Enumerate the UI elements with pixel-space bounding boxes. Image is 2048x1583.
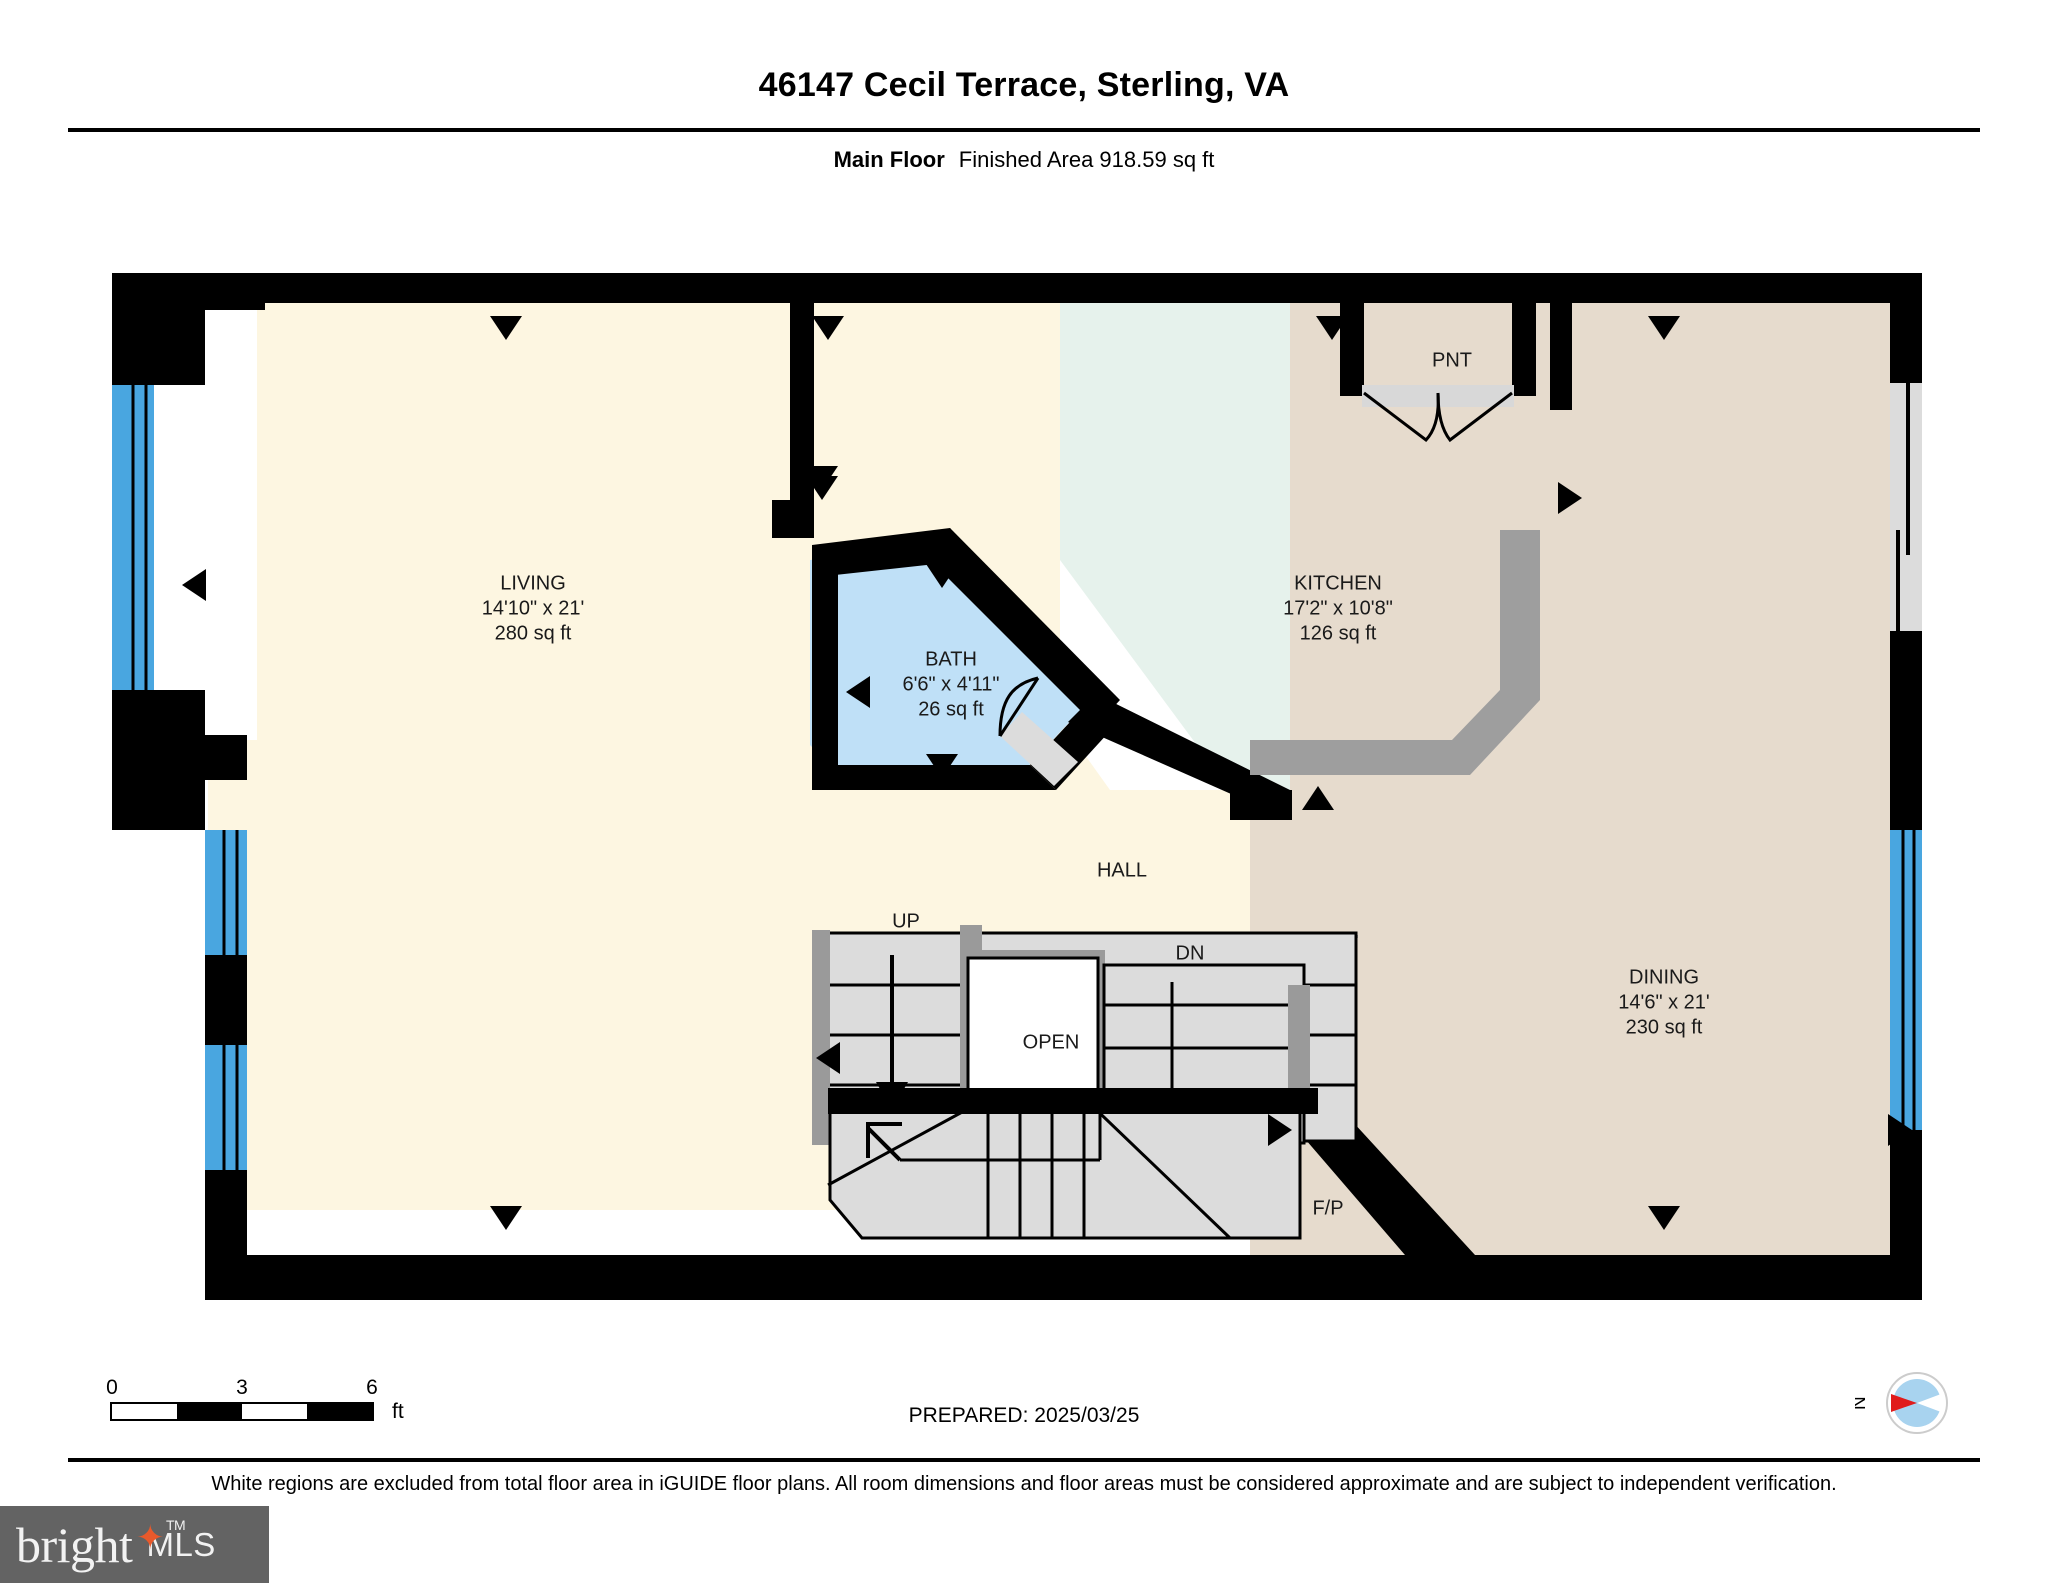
trademark-mark: TM (166, 1516, 186, 1533)
title-divider (68, 128, 1980, 132)
room-label-bath-name: BATH (925, 648, 977, 670)
wall-bath-upper-diag (926, 528, 1120, 726)
wall-top-left-block (112, 273, 265, 385)
scale-seg-2 (177, 1404, 242, 1419)
pantry-double-doors (1362, 385, 1514, 443)
logo-suffix: MLS (146, 1525, 216, 1563)
wall-bottom (205, 1255, 1922, 1300)
wall-kitchen-dining-divider (1550, 300, 1572, 410)
bright-mls-logo: bright ✦ TM MLS (0, 1506, 269, 1583)
wall-right-bottom (1890, 1130, 1922, 1300)
room-label-kitchen-dims: 17'2" x 10'8" (1283, 597, 1393, 619)
window-left-2 (205, 830, 247, 955)
stair-label-up: UP (892, 910, 920, 932)
prepared-date: PREPARED: 2025/03/25 (908, 1404, 1140, 1427)
logo-brand-word: brigh (16, 1516, 120, 1573)
window-left-1 (112, 385, 154, 690)
footer-divider (68, 1458, 1980, 1462)
room-fill-living (208, 300, 790, 1210)
page-title: 46147 Cecil Terrace, Sterling, VA (758, 66, 1290, 104)
room-label-kitchen: KITCHEN 17'2" x 10'8" 126 sq ft (1283, 572, 1393, 644)
wall-pantry-bottom-right (1512, 372, 1536, 396)
stair-label-open: OPEN (1023, 1031, 1080, 1053)
room-fill-pantry (1362, 310, 1514, 385)
room-fill-dining (1250, 300, 1920, 1255)
wall-right-top (1890, 273, 1922, 383)
room-label-living-area: 280 sq ft (495, 622, 572, 644)
floor-subtitle: Main Floor Finished Area 918.59 sq ft (0, 147, 2048, 173)
wall-bath-bottom (812, 765, 1056, 790)
wall-left-upper (112, 273, 147, 385)
room-label-living-name: LIVING (500, 572, 566, 594)
room-label-kitchen-area: 126 sq ft (1300, 622, 1377, 644)
room-label-dining-dims: 14'6" x 21' (1618, 991, 1709, 1013)
room-label-living-dims: 14'10" x 21' (482, 597, 585, 619)
room-label-hall: HALL (1097, 859, 1147, 881)
scale-seg-1 (112, 1404, 177, 1419)
scale-ruler (110, 1402, 374, 1421)
floor-area-text: Finished Area 918.59 sq ft (958, 147, 1215, 172)
room-label-pantry: PNT (1432, 349, 1472, 371)
compass-icon: N (1855, 1372, 1948, 1434)
logo-brand-text: bright ✦ TM (16, 1516, 186, 1573)
scale-seg-4 (307, 1404, 372, 1419)
wall-kitchen-angle (1068, 694, 1290, 820)
room-label-bath: BATH 6'6" x 4'11" 26 sq ft (902, 648, 999, 720)
scale-tick-labels: 0 3 6 (106, 1376, 378, 1402)
window-left-3 (205, 1045, 247, 1170)
room-label-kitchen-name: KITCHEN (1294, 572, 1382, 594)
scale-units-label: ft (392, 1400, 404, 1423)
room-label-dining-name: DINING (1629, 966, 1699, 988)
scale-seg-3 (242, 1404, 307, 1419)
scale-tick-0: 0 (106, 1376, 118, 1399)
scale-bar: 0 3 6 ft (106, 1376, 404, 1423)
room-label-living: LIVING 14'10" x 21' 280 sq ft (482, 572, 585, 644)
wall-top (112, 273, 1922, 303)
room-label-bath-dims: 6'6" x 4'11" (902, 673, 999, 695)
wall-living-divider-stub (772, 500, 814, 538)
sparkle-icon: ✦ (136, 1519, 165, 1557)
room-label-bath-area: 26 sq ft (918, 698, 984, 720)
wall-kitchen-bottom (1230, 790, 1292, 820)
wall-left-lower-seg (205, 955, 247, 1045)
logo-brand-tail: t (119, 1516, 133, 1573)
room-label-fireplace: F/P (1312, 1197, 1343, 1219)
wall-pantry-bottom-left (1340, 372, 1364, 396)
direction-arrows (182, 316, 1912, 1230)
wall-bath-left (812, 545, 838, 765)
sliding-door-right (1890, 383, 1922, 631)
wall-living-divider (790, 300, 814, 538)
wall-left-jog (205, 735, 247, 780)
scale-tick-2: 6 (366, 1376, 378, 1399)
stairs-lower-winder (827, 1088, 1318, 1240)
wall-left-midblock (112, 690, 245, 830)
window-right-1 (1890, 830, 1922, 1130)
compass-north-label: N (1855, 1396, 1870, 1410)
wall-right-mid (1890, 630, 1922, 830)
kitchen-counter (1250, 530, 1540, 775)
stair-label-down: DN (1176, 942, 1205, 964)
disclaimer-text: White regions are excluded from total fl… (211, 1473, 1837, 1495)
scale-tick-1: 3 (236, 1376, 248, 1399)
floor-label: Main Floor (833, 147, 945, 172)
bath-door (998, 676, 1078, 786)
room-label-dining: DINING 14'6" x 21' 230 sq ft (1618, 966, 1709, 1038)
room-label-dining-area: 230 sq ft (1626, 1016, 1703, 1038)
